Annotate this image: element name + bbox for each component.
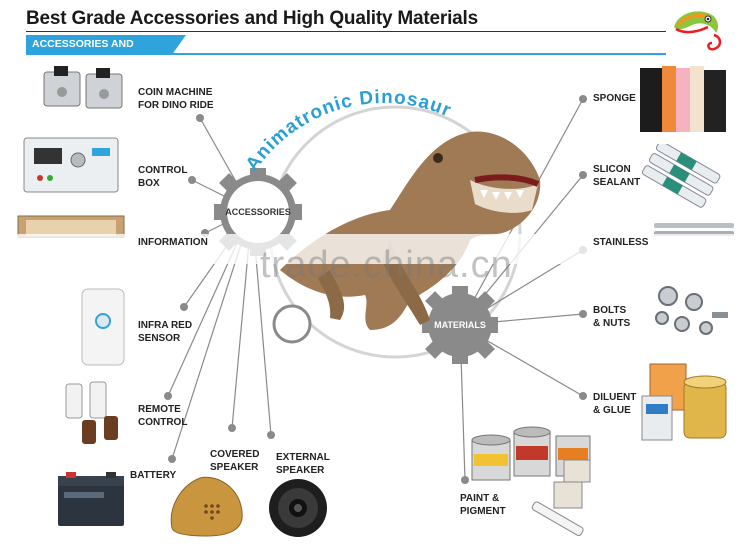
silicon-sealant-image: [641, 144, 721, 208]
label-covered-speaker: COVERED SPEAKER: [210, 449, 260, 473]
remote-control-image: [65, 381, 118, 444]
bolts-nuts-image: [655, 286, 728, 335]
label-information: INFORMATION: [138, 237, 208, 246]
materials-gear-icon: [422, 286, 498, 364]
diluent-glue-image: [641, 363, 727, 441]
label-control-box: CONTROL BOX: [138, 165, 188, 189]
label-coin-machine: COIN MACHINE FOR DINO RIDE: [138, 87, 214, 111]
label-paint-pigment: PAINT & PIGMENT: [460, 493, 506, 517]
external-speaker-image: [269, 479, 327, 537]
infra-red-sensor-image: [81, 288, 125, 366]
label-silicon-sealant: SLICON SEALANT: [593, 164, 641, 188]
label-infra-red-sensor: INFRA RED SENSOR: [138, 320, 193, 344]
chameleon-logo-icon: [674, 11, 722, 51]
label-remote-control: REMOTE CONTROL: [138, 404, 188, 428]
accessories-hub-label: ACCESSORIES: [225, 207, 291, 217]
title-rule: [26, 31, 666, 32]
ribbon-rule: [26, 53, 666, 55]
accessories-gear-icon: [214, 168, 302, 256]
label-sponge: SPONGE: [593, 93, 636, 104]
coin-machine-image: [43, 66, 123, 109]
label-battery: BATTERY: [130, 470, 177, 481]
dinosaur-image: [280, 131, 541, 330]
battery-image: [58, 472, 124, 526]
watermark-band: [0, 234, 750, 264]
covered-speaker-image: [170, 476, 243, 537]
label-external-speaker: EXTERNAL SPEAKER: [276, 452, 330, 476]
page-title: Best Grade Accessories and High Quality …: [26, 8, 478, 29]
label-stainless: STAINLESS: [593, 237, 649, 246]
section-ribbon: ACCESSORIES AND MATERIALS: [26, 35, 186, 53]
information-board-image: [17, 215, 125, 238]
watermark: trade.china.cn: [260, 244, 513, 286]
label-bolts-nuts: BOLTS & NUTS: [593, 305, 631, 329]
sponge-image: [640, 66, 726, 132]
label-diluent-glue: DILUENT & GLUE: [593, 392, 637, 416]
paint-pigment-image: [471, 426, 591, 536]
materials-hub-label: MATERIALS: [434, 320, 486, 330]
control-box-image: [23, 137, 119, 193]
